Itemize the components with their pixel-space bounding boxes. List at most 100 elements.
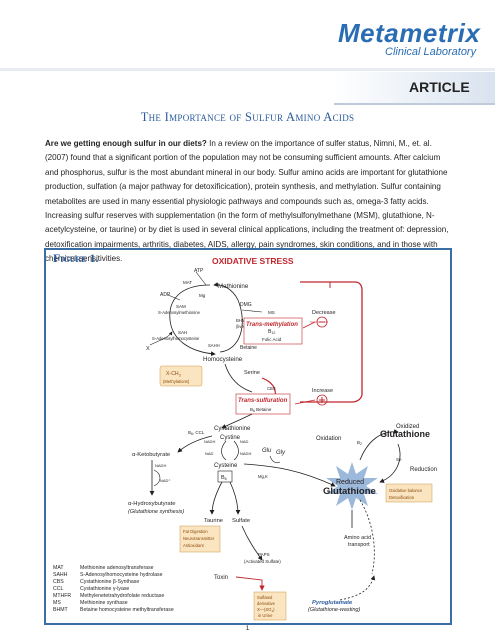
- article-banner: [334, 72, 495, 104]
- gly-label: Gly: [276, 450, 286, 456]
- sam-fullname: S-Adenosylmethionine: [158, 310, 201, 315]
- b6-ccl-label: B6, CCL: [188, 430, 205, 436]
- reduced-glutathione-burst: [326, 462, 378, 510]
- nad-plus-label: NAD⁺: [160, 478, 171, 483]
- alpha-hydroxybutyrate-label: α-Hydroxybutyrate: [128, 501, 176, 507]
- in-urine-label: in Urine: [258, 613, 273, 618]
- b6-box-label: B6: [221, 475, 227, 481]
- legend-abbr: SAHH: [53, 572, 68, 578]
- legend-text: Methionine synthase: [80, 600, 128, 606]
- so4-label: X—(SO4): [257, 607, 275, 613]
- glutathione-synthesis-label: (Glutathione synthesis): [128, 509, 184, 515]
- legend-text: S-Adenosylhomocysteine hydrolase: [80, 572, 163, 578]
- folic-acid-label: Folic Acid: [262, 337, 282, 342]
- sulfated-derivative-box: [253, 591, 287, 621]
- sahh-label: SAHH: [208, 343, 220, 348]
- oxidative-balance-box: [385, 483, 433, 503]
- intro-body: In a review on the importance of sulfer …: [45, 139, 449, 264]
- sah-label: SAH: [178, 330, 187, 335]
- atp-label: ATP: [194, 268, 204, 274]
- adp-label: ADP: [160, 292, 171, 298]
- legend-abbr: MAT: [53, 565, 64, 571]
- taurine-function-box: [179, 525, 221, 553]
- redox-arc-left: [221, 440, 227, 461]
- liver-label: (liver): [236, 324, 247, 329]
- methylations-label: (Methylations): [163, 379, 190, 384]
- b6-betaine-label: B6 Betaine: [250, 407, 272, 413]
- reduction-label: Reduction: [410, 467, 437, 473]
- legend-row: MS Methionine synthase: [53, 600, 128, 607]
- cystine-label: Cystine: [220, 435, 241, 441]
- atp-link: [195, 271, 207, 286]
- mg-label: Mg: [199, 293, 206, 298]
- increase-arrow: [294, 399, 316, 405]
- nadh-1-label: NADH: [204, 439, 215, 444]
- oxidative-stress-heading: OXIDATIVE STRESS: [212, 256, 294, 266]
- trans-methylation-label: Trans-methylation: [246, 322, 298, 328]
- page-number: 1: [245, 625, 250, 632]
- reduced-label: Reduced: [336, 479, 364, 486]
- glu-gly-link: [269, 455, 281, 464]
- glutathione-reduced-label: Glutathione: [323, 486, 376, 497]
- legend-text: Methylenetetrahydrofolate reductase: [80, 593, 165, 599]
- legend-text: Methionine adenosyltransferase: [80, 565, 154, 571]
- se-label: Se: [396, 457, 402, 462]
- ketobutyrate-arrow: [177, 435, 213, 453]
- legend-row: MAT Methionine adenosyltransferase: [53, 565, 154, 572]
- betaine-label: Betaine: [240, 345, 257, 351]
- oxidative-balance-label: Oxidative balance: [389, 488, 423, 493]
- legend-row: CCL Cystathionine γ-lyase: [53, 586, 129, 593]
- redox-arc-right: [233, 440, 239, 461]
- remethylation-arc: [213, 282, 243, 353]
- methylations-box: [159, 365, 203, 387]
- transsulfuration-path: [224, 363, 253, 393]
- glutathione-wasting-dashed: [359, 499, 375, 575]
- pyroglutamate-label: Pyroglutamate: [312, 600, 353, 606]
- legend-row: MTHFR Methylenetetrahydrofolate reductase: [53, 593, 164, 600]
- x-label: X: [146, 346, 150, 352]
- sulfate-label: Sulfate: [232, 518, 250, 524]
- feedback-loop: [300, 281, 363, 403]
- fat-digestion-label: Fat Digestion: [183, 529, 208, 534]
- paps-label: PAPS: [258, 552, 270, 557]
- homocysteine-label: Homocysteine: [203, 356, 243, 363]
- toxin-label: Toxin: [214, 575, 228, 581]
- section-label: ARTICLE: [409, 79, 470, 95]
- taurine-label: Taurine: [204, 518, 223, 524]
- oxidized-label: Oxidized: [396, 424, 419, 430]
- paps-arrow: [241, 525, 263, 561]
- b12-label: B12: [268, 329, 275, 335]
- transport-label: transport: [348, 542, 370, 548]
- decrease-arrow: [302, 321, 316, 329]
- b6-box: [217, 470, 233, 483]
- dmg-link: [241, 309, 263, 313]
- methylation-cycle-arc: [169, 284, 216, 357]
- legend-abbr: MTHFR: [53, 593, 72, 599]
- sam-label: SAM: [176, 304, 186, 309]
- legend-abbr: CCL: [53, 586, 64, 592]
- glutathione-oxidized-label: Glutathione: [380, 429, 430, 439]
- amino-acid-label: Amino acid: [344, 535, 371, 541]
- increase-label: Increase: [312, 388, 333, 394]
- article-underline: [334, 103, 495, 105]
- legend-abbr: MS: [53, 600, 61, 606]
- oxidation-arrow: [359, 429, 399, 461]
- cbs-label: CBS: [267, 386, 276, 391]
- figure-label: Figure 1.: [53, 251, 99, 265]
- decrease-label: Decrease: [312, 310, 336, 316]
- mat-label: MAT: [183, 280, 192, 285]
- xch3-label: X-CH3: [166, 371, 181, 378]
- legend-text: Cystathionine γ-lyase: [80, 586, 130, 592]
- methionine-label: Methionine: [218, 283, 249, 290]
- oxidation-label: Oxidation: [316, 436, 341, 442]
- dmg-label: DMG: [240, 302, 252, 308]
- sah-fullname: S-Adenosylhomocysteine: [152, 336, 200, 341]
- taurine-arrow: [209, 481, 223, 515]
- serine-label: Serine: [244, 370, 260, 376]
- x-methyl-link: [149, 331, 173, 346]
- reduction-arrow: [379, 443, 401, 483]
- legend-row: SAHH S-Adenosylhomocysteine hydrolase: [53, 572, 162, 579]
- detoxification-label: Detoxification: [389, 495, 415, 500]
